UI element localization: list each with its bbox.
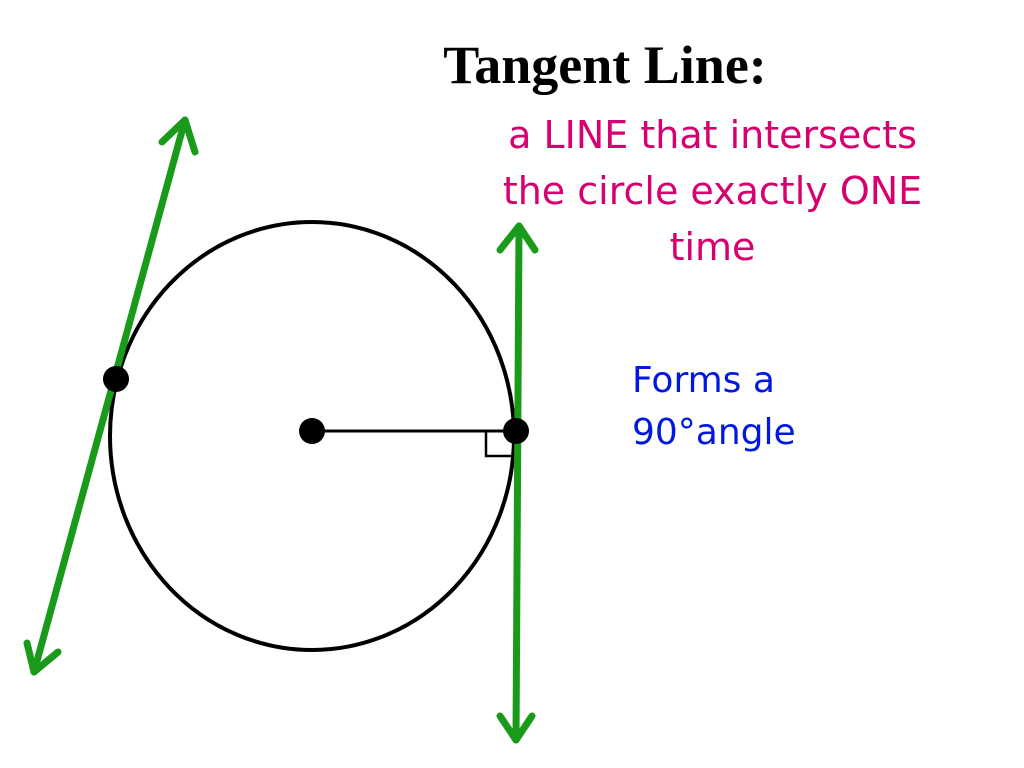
page-title: Tangent Line: [443,35,767,95]
annotation-line-2: 90°angle [632,412,796,453]
right-tangent-arrow-top [496,222,539,254]
right-tangent-line [496,222,539,744]
definition-line-3: time [669,225,756,269]
left-tangent-line [23,116,199,676]
right-tangent-shaft [512,222,523,744]
right-tangent-point [503,418,529,444]
right-tangent-arrow-bottom [496,712,536,744]
definition-text: a LINE that intersects the circle exactl… [405,107,1020,275]
right-angle-marker [484,431,511,458]
left-tangent-point [103,366,129,392]
definition-line-2: the circle exactly ONE [502,169,923,213]
left-tangent-arrow-top [158,116,199,156]
center-point [299,418,325,444]
angle-annotation: Forms a 90°angle [632,355,872,459]
definition-line-1: a LINE that intersects [508,113,917,157]
left-tangent-arrow-bottom [23,639,62,676]
annotation-line-1: Forms a [632,360,775,401]
left-tangent-shaft [30,116,189,676]
